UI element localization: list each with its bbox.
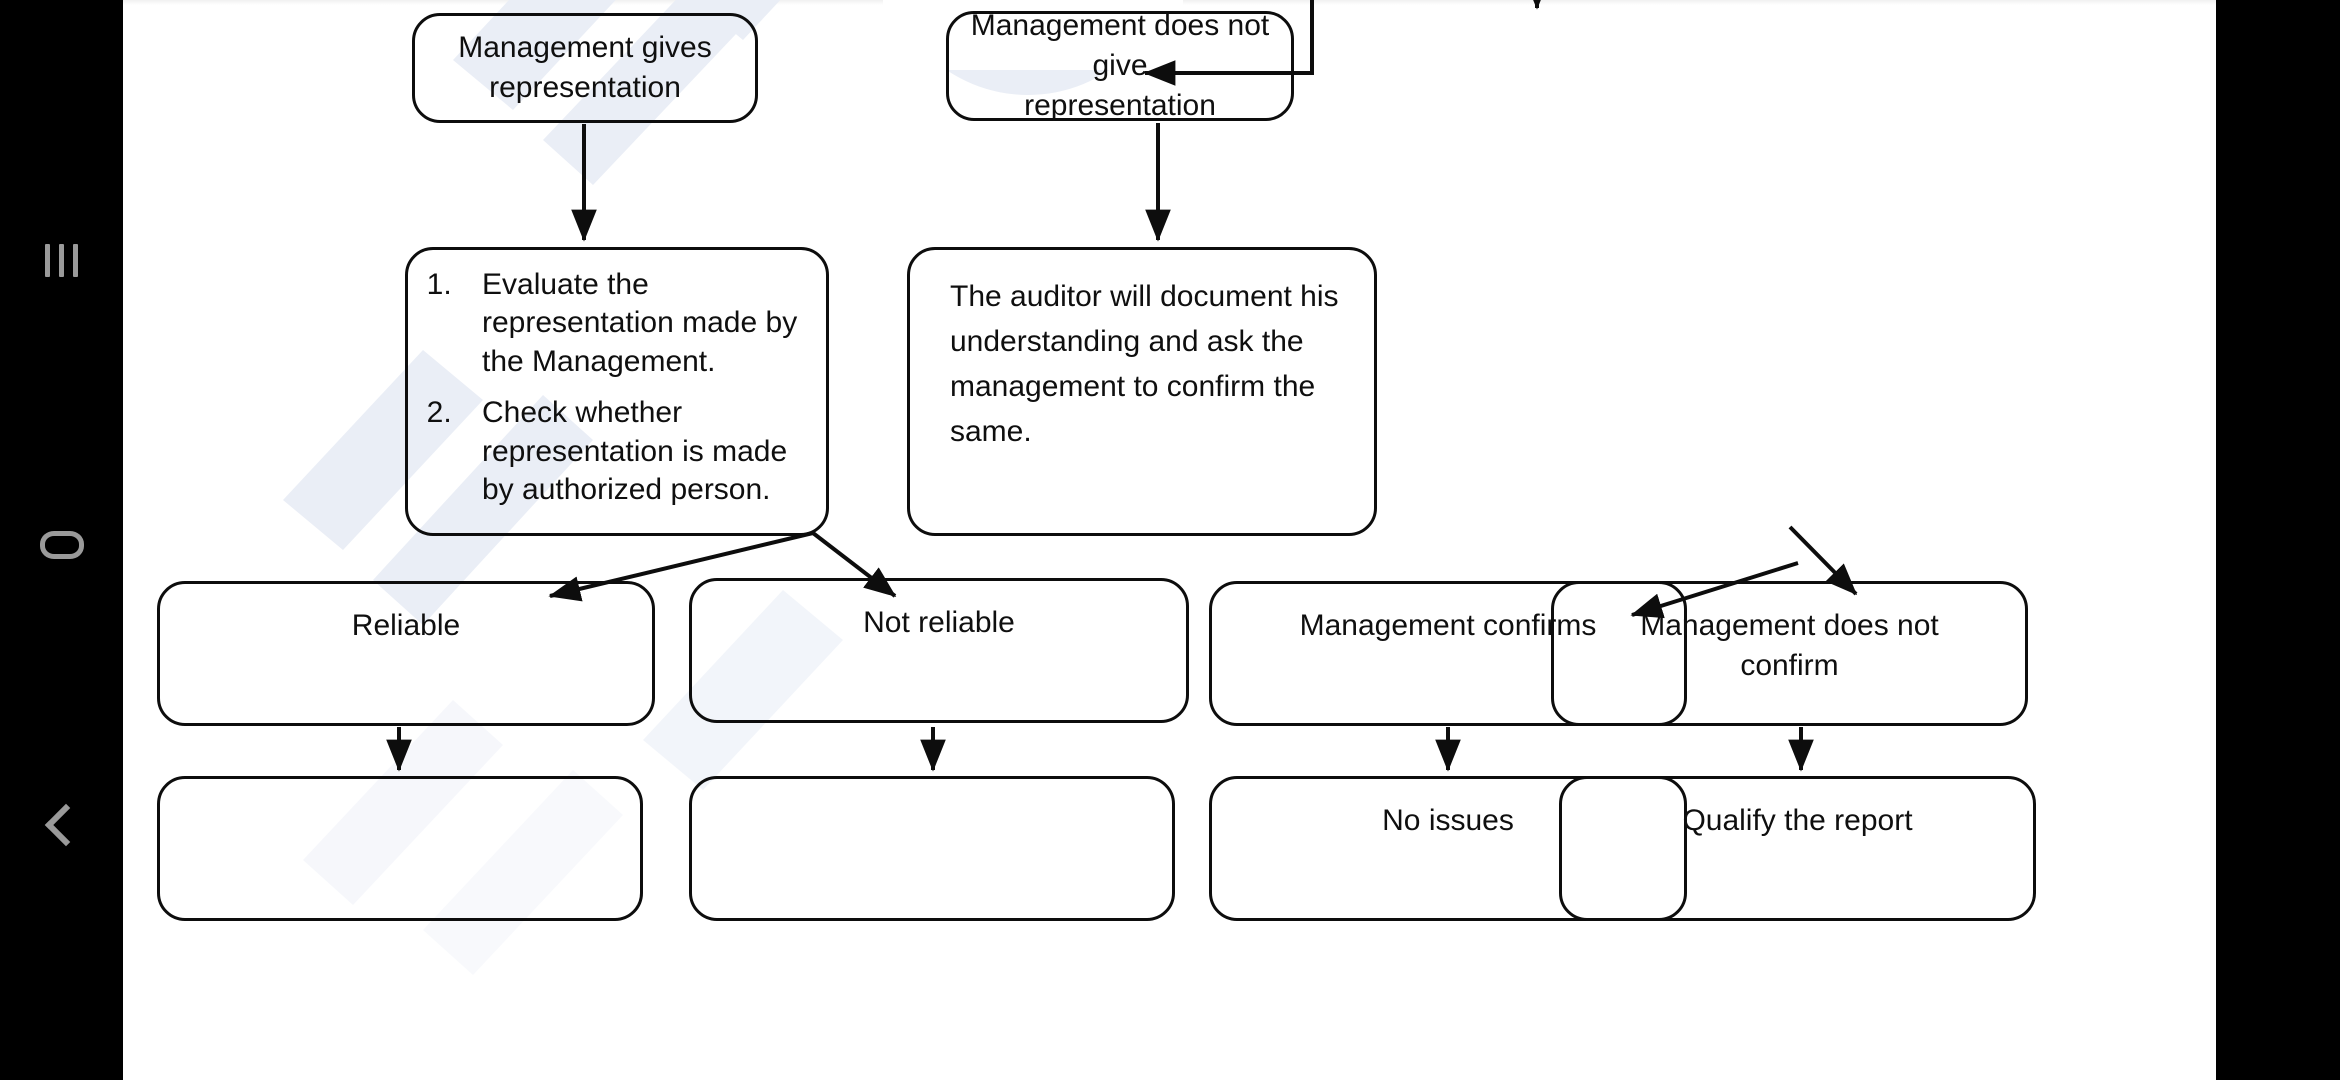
node-reliable[interactable]: Reliable [157, 581, 655, 726]
recents-button[interactable] [0, 215, 123, 305]
node-mgmt-not-gives[interactable]: Management does not give representation [946, 9, 1294, 122]
recents-icon [45, 243, 78, 277]
node-mgmt-confirms[interactable]: Management confirms [1209, 581, 1687, 726]
node-evaluate-steps[interactable]: Evaluate the representation made by the … [405, 247, 829, 536]
back-chevron-icon [44, 803, 87, 847]
back-button[interactable] [0, 780, 123, 870]
evaluate-steps-list: Evaluate the representation made by the … [408, 266, 826, 509]
node-label: The auditor will document his understand… [950, 280, 1339, 448]
node-label: Management gives representation [458, 31, 712, 104]
node-label: Management confirms [1299, 609, 1597, 642]
node-label: Management does not confirm [1640, 609, 1939, 682]
node-outcome-reliable[interactable] [157, 776, 643, 921]
node-label: No issues [1382, 804, 1514, 837]
node-qualify-report[interactable]: Qualify the report [1559, 776, 2036, 921]
node-label: Qualify the report [1682, 804, 1913, 837]
node-label: Not reliable [863, 606, 1015, 639]
node-label: Reliable [351, 609, 461, 642]
home-button[interactable] [0, 500, 123, 590]
node-outcome-not-reliable[interactable] [689, 776, 1175, 921]
list-item: Check whether representation is made by … [460, 394, 826, 509]
right-letterbox [2216, 0, 2340, 1080]
document-canvas[interactable]: Management gives representation Manageme… [123, 0, 2216, 1080]
node-auditor-documents[interactable]: The auditor will document his understand… [907, 247, 1377, 536]
node-not-reliable[interactable]: Not reliable [689, 578, 1189, 723]
list-item: Evaluate the representation made by the … [460, 266, 826, 381]
android-navigation-bar [0, 0, 123, 1080]
home-icon [39, 531, 84, 559]
node-mgmt-not-confirm[interactable]: Management does not confirm [1551, 581, 2028, 726]
node-mgmt-gives[interactable]: Management gives representation [412, 13, 758, 123]
node-label: Management does not give representation [970, 9, 1270, 122]
node-no-issues[interactable]: No issues [1209, 776, 1687, 921]
